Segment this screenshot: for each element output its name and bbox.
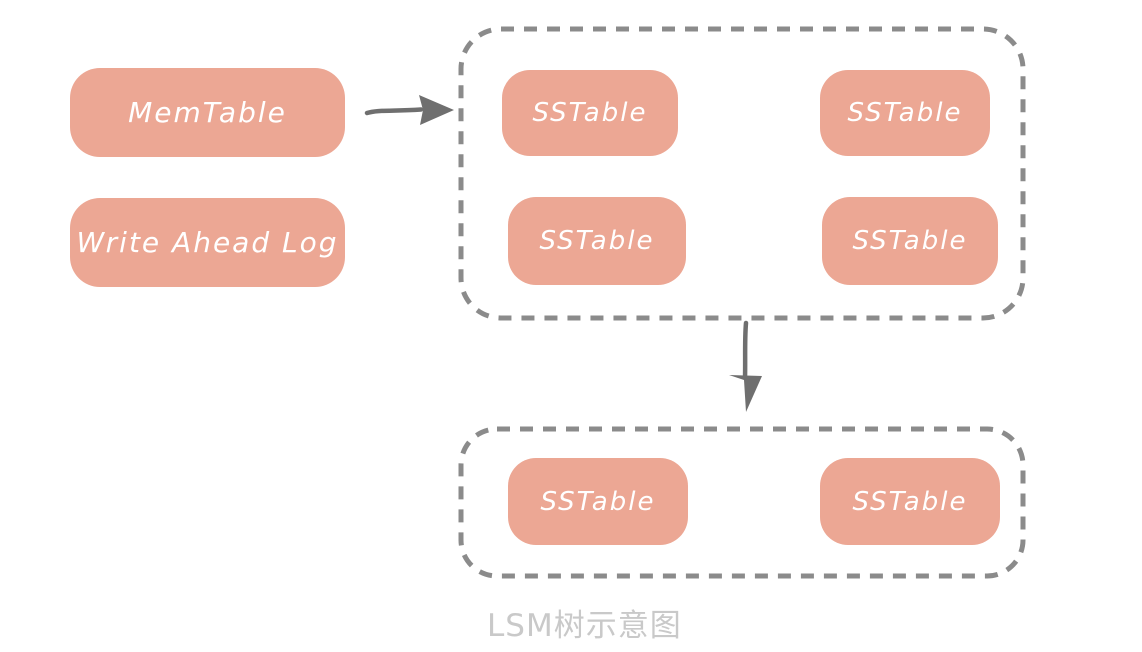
level0-container xyxy=(458,26,1026,321)
sstable-label: SSTable xyxy=(540,486,656,517)
write-ahead-log-node: Write Ahead Log xyxy=(70,198,345,287)
sstable-node: SSTable xyxy=(820,458,1000,545)
sstable-label: SSTable xyxy=(852,226,968,256)
write-ahead-log-label: Write Ahead Log xyxy=(76,226,339,259)
arrow-shaft xyxy=(742,320,749,381)
sstable-node: SSTable xyxy=(508,458,688,545)
level1-container xyxy=(458,426,1026,579)
diagram-caption: LSM树示意图 xyxy=(487,608,682,644)
sstable-label: SSTable xyxy=(532,98,648,128)
sstable-node: SSTable xyxy=(508,197,686,285)
sstable-label: SSTable xyxy=(847,98,963,128)
memtable-node: MemTable xyxy=(70,68,345,157)
arrow-shaft xyxy=(364,107,424,116)
arrow-head xyxy=(419,95,454,125)
arrow-head xyxy=(729,375,762,412)
flush-arrow-right-icon xyxy=(364,95,454,125)
memtable-label: MemTable xyxy=(128,96,287,129)
sstable-node: SSTable xyxy=(820,70,990,156)
sstable-node: SSTable xyxy=(822,197,998,285)
sstable-node: SSTable xyxy=(502,70,678,156)
level1-dashed-border xyxy=(458,426,1026,579)
compaction-arrow-down-icon xyxy=(729,320,762,412)
sstable-label: SSTable xyxy=(852,486,968,517)
level0-dashed-border xyxy=(458,26,1026,321)
sstable-label: SSTable xyxy=(539,226,655,256)
